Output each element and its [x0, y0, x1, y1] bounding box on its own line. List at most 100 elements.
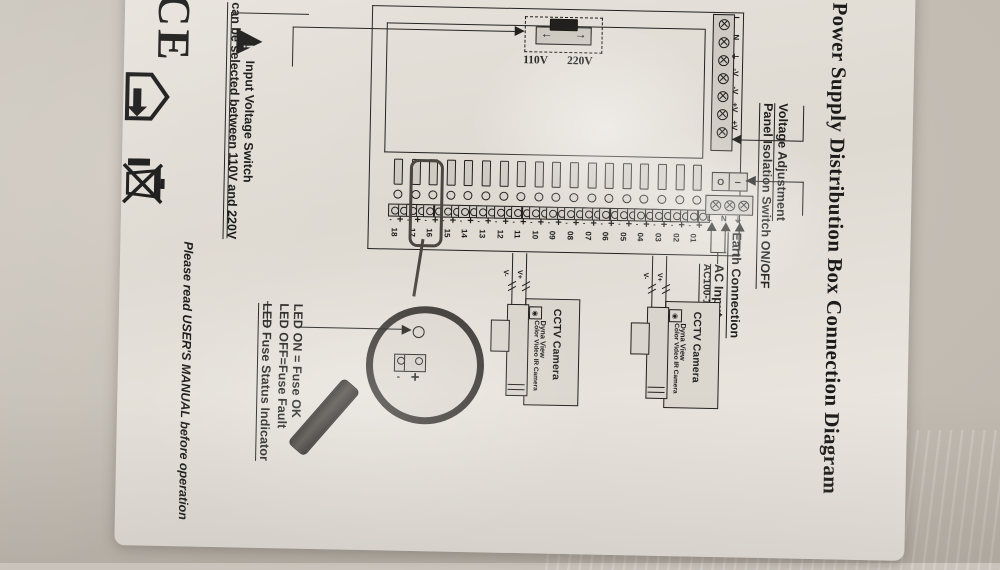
- fuse-holder[interactable]: [692, 164, 703, 191]
- fuse-holder[interactable]: [604, 162, 615, 189]
- fuse-holder[interactable]: [639, 163, 650, 190]
- voltage-switch-body[interactable]: ← →: [535, 18, 592, 46]
- terminal-polarity-plus: +: [625, 218, 633, 231]
- fuse-holder[interactable]: [463, 159, 474, 187]
- pcb-outline-right: [702, 28, 707, 159]
- led-callout-line: [298, 326, 367, 330]
- fuse-holder[interactable]: [516, 161, 527, 188]
- terminal-label-vminus-b: -V: [730, 86, 740, 95]
- fuse-holder[interactable]: [569, 162, 580, 189]
- terminal-polarity-minus: -: [459, 217, 463, 225]
- voltage-switch-220v-label: 220V: [566, 55, 593, 68]
- fuse-led-icon: [674, 195, 685, 205]
- fuse-holder[interactable]: [481, 160, 492, 187]
- fuse-holder[interactable]: [551, 161, 562, 188]
- channel-number: 13: [477, 229, 487, 239]
- pcb-outline-left: [384, 22, 389, 153]
- callout-panel-isolation: Panel Isolation Switch ON/OFF: [755, 102, 776, 289]
- isolation-switch-on[interactable]: –: [734, 175, 741, 189]
- fuse-led-icon: [551, 192, 561, 202]
- terminal-polarity-plus: +: [449, 214, 457, 227]
- terminal-screw[interactable]: [718, 19, 730, 31]
- terminal-screw[interactable]: [716, 127, 728, 139]
- terminal-polarity-minus: -: [670, 222, 674, 230]
- fuse-holder[interactable]: [587, 162, 597, 189]
- fuse-led-icon: [446, 190, 456, 200]
- terminal-polarity-plus: +: [695, 219, 703, 232]
- fuse-holder[interactable]: [657, 163, 668, 191]
- terminal-screw[interactable]: [717, 91, 729, 103]
- fuse-holder[interactable]: [393, 158, 404, 185]
- terminal-screw[interactable]: [718, 37, 730, 49]
- fuse-led-icon: [622, 194, 632, 204]
- terminal-label-vplus-b: +V: [729, 120, 739, 131]
- fuse-led-icon: [463, 190, 473, 201]
- camera-2-label: CCTV Camera: [689, 311, 704, 383]
- terminal-polarity-plus: +: [502, 215, 510, 228]
- camera-2-brand-icon: ◉: [668, 309, 683, 323]
- camera-2-wire-plus-label: V+: [655, 272, 663, 282]
- terminal-polarity-plus: +: [467, 215, 474, 228]
- callout-led-on: LED ON = Fuse OK: [288, 303, 306, 419]
- isolation-switch[interactable]: O –: [711, 171, 748, 192]
- channel-number: 06: [600, 231, 610, 241]
- terminal-label-n: N: [731, 34, 741, 41]
- voltage-switch-110v-label: 110V: [523, 54, 549, 67]
- channel-number: 18: [389, 227, 399, 237]
- fuse-holder[interactable]: [446, 159, 456, 186]
- mains-input-terminal[interactable]: [705, 194, 754, 216]
- terminal-polarity-minus: -: [565, 220, 568, 228]
- terminal-polarity-plus: +: [484, 215, 492, 228]
- terminal-polarity-minus: -: [600, 220, 603, 228]
- manual-note: Please read USER'S MANUAL before operati…: [175, 241, 196, 521]
- fuse-holder[interactable]: [675, 164, 685, 191]
- terminal-screw[interactable]: [718, 55, 730, 67]
- channel-number: 09: [547, 230, 558, 240]
- terminal-polarity-minus: -: [547, 219, 551, 227]
- fuse-led-icon: [498, 191, 509, 201]
- channel-number: 11: [512, 229, 522, 239]
- voltage-switch-right-arrow-icon: →: [574, 27, 587, 42]
- channel-number: 01: [688, 233, 698, 243]
- voltage-switch-left-arrow-icon: ←: [540, 26, 553, 41]
- terminal-polarity-plus: +: [555, 216, 562, 229]
- channel-number: 02: [671, 233, 681, 243]
- channel-number: 04: [635, 232, 646, 242]
- camera-2-wire-minus-label: V-: [641, 272, 649, 280]
- terminal-polarity-plus: +: [537, 216, 545, 229]
- channel-number: 15: [442, 228, 452, 238]
- channel-number: 08: [565, 231, 575, 241]
- fuse-led-icon: [393, 189, 403, 199]
- camera-1-wire-minus: [511, 252, 514, 305]
- terminal-polarity-minus: -: [653, 221, 656, 229]
- mains-screw-n[interactable]: [724, 200, 736, 212]
- terminal-screw[interactable]: [716, 109, 729, 121]
- camera-1-sub: Color Video IR Camera: [531, 320, 540, 391]
- terminal-polarity-minus: -: [618, 221, 621, 229]
- terminal-polarity-plus: +: [572, 217, 580, 230]
- fuse-led-icon: [586, 193, 597, 203]
- isolation-switch-off[interactable]: O: [712, 172, 730, 191]
- fuse-holder[interactable]: [499, 160, 509, 187]
- fuse-led-icon: [692, 195, 702, 205]
- callout-earth-connection: Earth Connection: [725, 232, 744, 339]
- voltage-switch-slider[interactable]: [549, 18, 578, 32]
- camera-1-wire-plus-label: V+: [515, 270, 523, 279]
- terminal-callout-riser: [802, 105, 805, 142]
- terminal-polarity-plus: +: [519, 216, 527, 229]
- warning-exclamation-icon: !: [240, 44, 257, 50]
- channel-number: 14: [459, 228, 470, 238]
- indoor-use-icon: [124, 72, 170, 121]
- terminal-polarity-minus: -: [494, 218, 498, 226]
- box-outline-left: [367, 5, 374, 250]
- mains-screw-earth[interactable]: [738, 200, 750, 212]
- mains-screw-l[interactable]: [710, 199, 722, 212]
- terminal-screw[interactable]: [717, 73, 729, 85]
- page-title: Power Supply Distribution Box Connection…: [818, 2, 853, 495]
- magnified-minus-label: -: [396, 371, 401, 383]
- camera-1-brand-icon: ◉: [528, 306, 543, 320]
- fuse-holder[interactable]: [534, 161, 544, 188]
- fuse-holder[interactable]: [622, 163, 632, 190]
- fuse-led-icon: [657, 194, 667, 205]
